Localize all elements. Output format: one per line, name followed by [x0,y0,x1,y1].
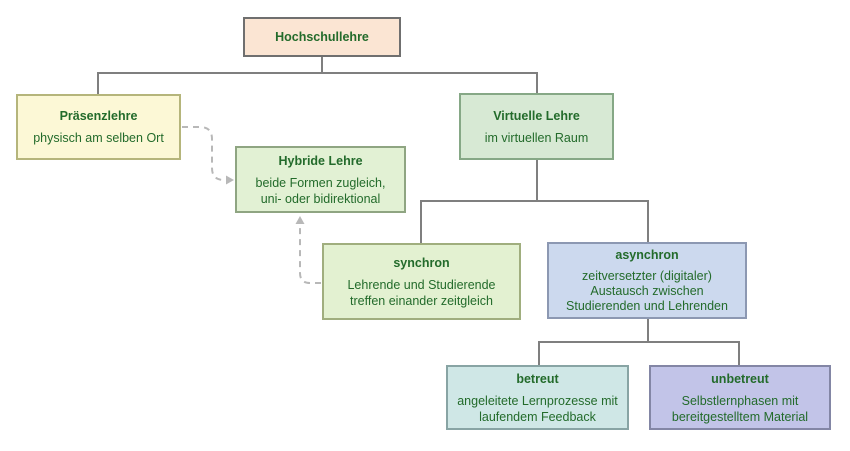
node-hybride-lehre: Hybride Lehre beide Formen zugleich, uni… [235,146,406,213]
dashed-arrow-praes-to-hybrid [182,126,229,181]
node-description: im virtuellen Raum [484,130,589,145]
node-hochschullehre: Hochschullehre [243,17,401,57]
node-title: unbetreut [711,371,769,386]
node-asynchron: asynchron zeitversetzter (digitaler) Aus… [547,242,747,319]
node-unbetreut: unbetreut Selbstlernphasen mit bereitges… [649,365,831,430]
node-title: Hochschullehre [275,30,369,44]
node-synchron: synchron Lehrende und Studierende treffe… [322,243,521,320]
node-description: physisch am selben Ort [33,131,164,145]
connector-root-branch [97,72,538,94]
node-description: zeitversetzter (digitaler) Austausch zwi… [566,269,728,313]
connector-async-branch [538,341,740,365]
connector-virt-branch [420,200,649,243]
node-virtuelle-lehre: Virtuelle Lehre im virtuellen Raum [459,93,614,160]
node-description: Lehrende und Studierende treffen einande… [347,277,496,308]
node-title: asynchron [615,248,679,262]
arrowhead-praes-to-hybrid [226,175,234,185]
node-description: Selbstlernphasen mit bereitgestelltem Ma… [671,393,809,424]
node-praesenzlehre: Präsenzlehre physisch am selben Ort [16,94,181,160]
dashed-arrow-sync-to-hybrid [299,222,321,284]
node-title: betreut [516,371,559,386]
arrowhead-sync-to-hybrid [295,216,305,224]
node-title: Hybride Lehre [278,153,363,168]
node-description: angeleitete Lernprozesse mit laufendem F… [457,393,618,424]
node-title: synchron [393,255,450,270]
node-title: Virtuelle Lehre [493,108,580,123]
node-betreut: betreut angeleitete Lernprozesse mit lau… [446,365,629,430]
node-description: beide Formen zugleich, uni- oder bidirek… [255,175,386,206]
node-title: Präsenzlehre [59,109,138,123]
